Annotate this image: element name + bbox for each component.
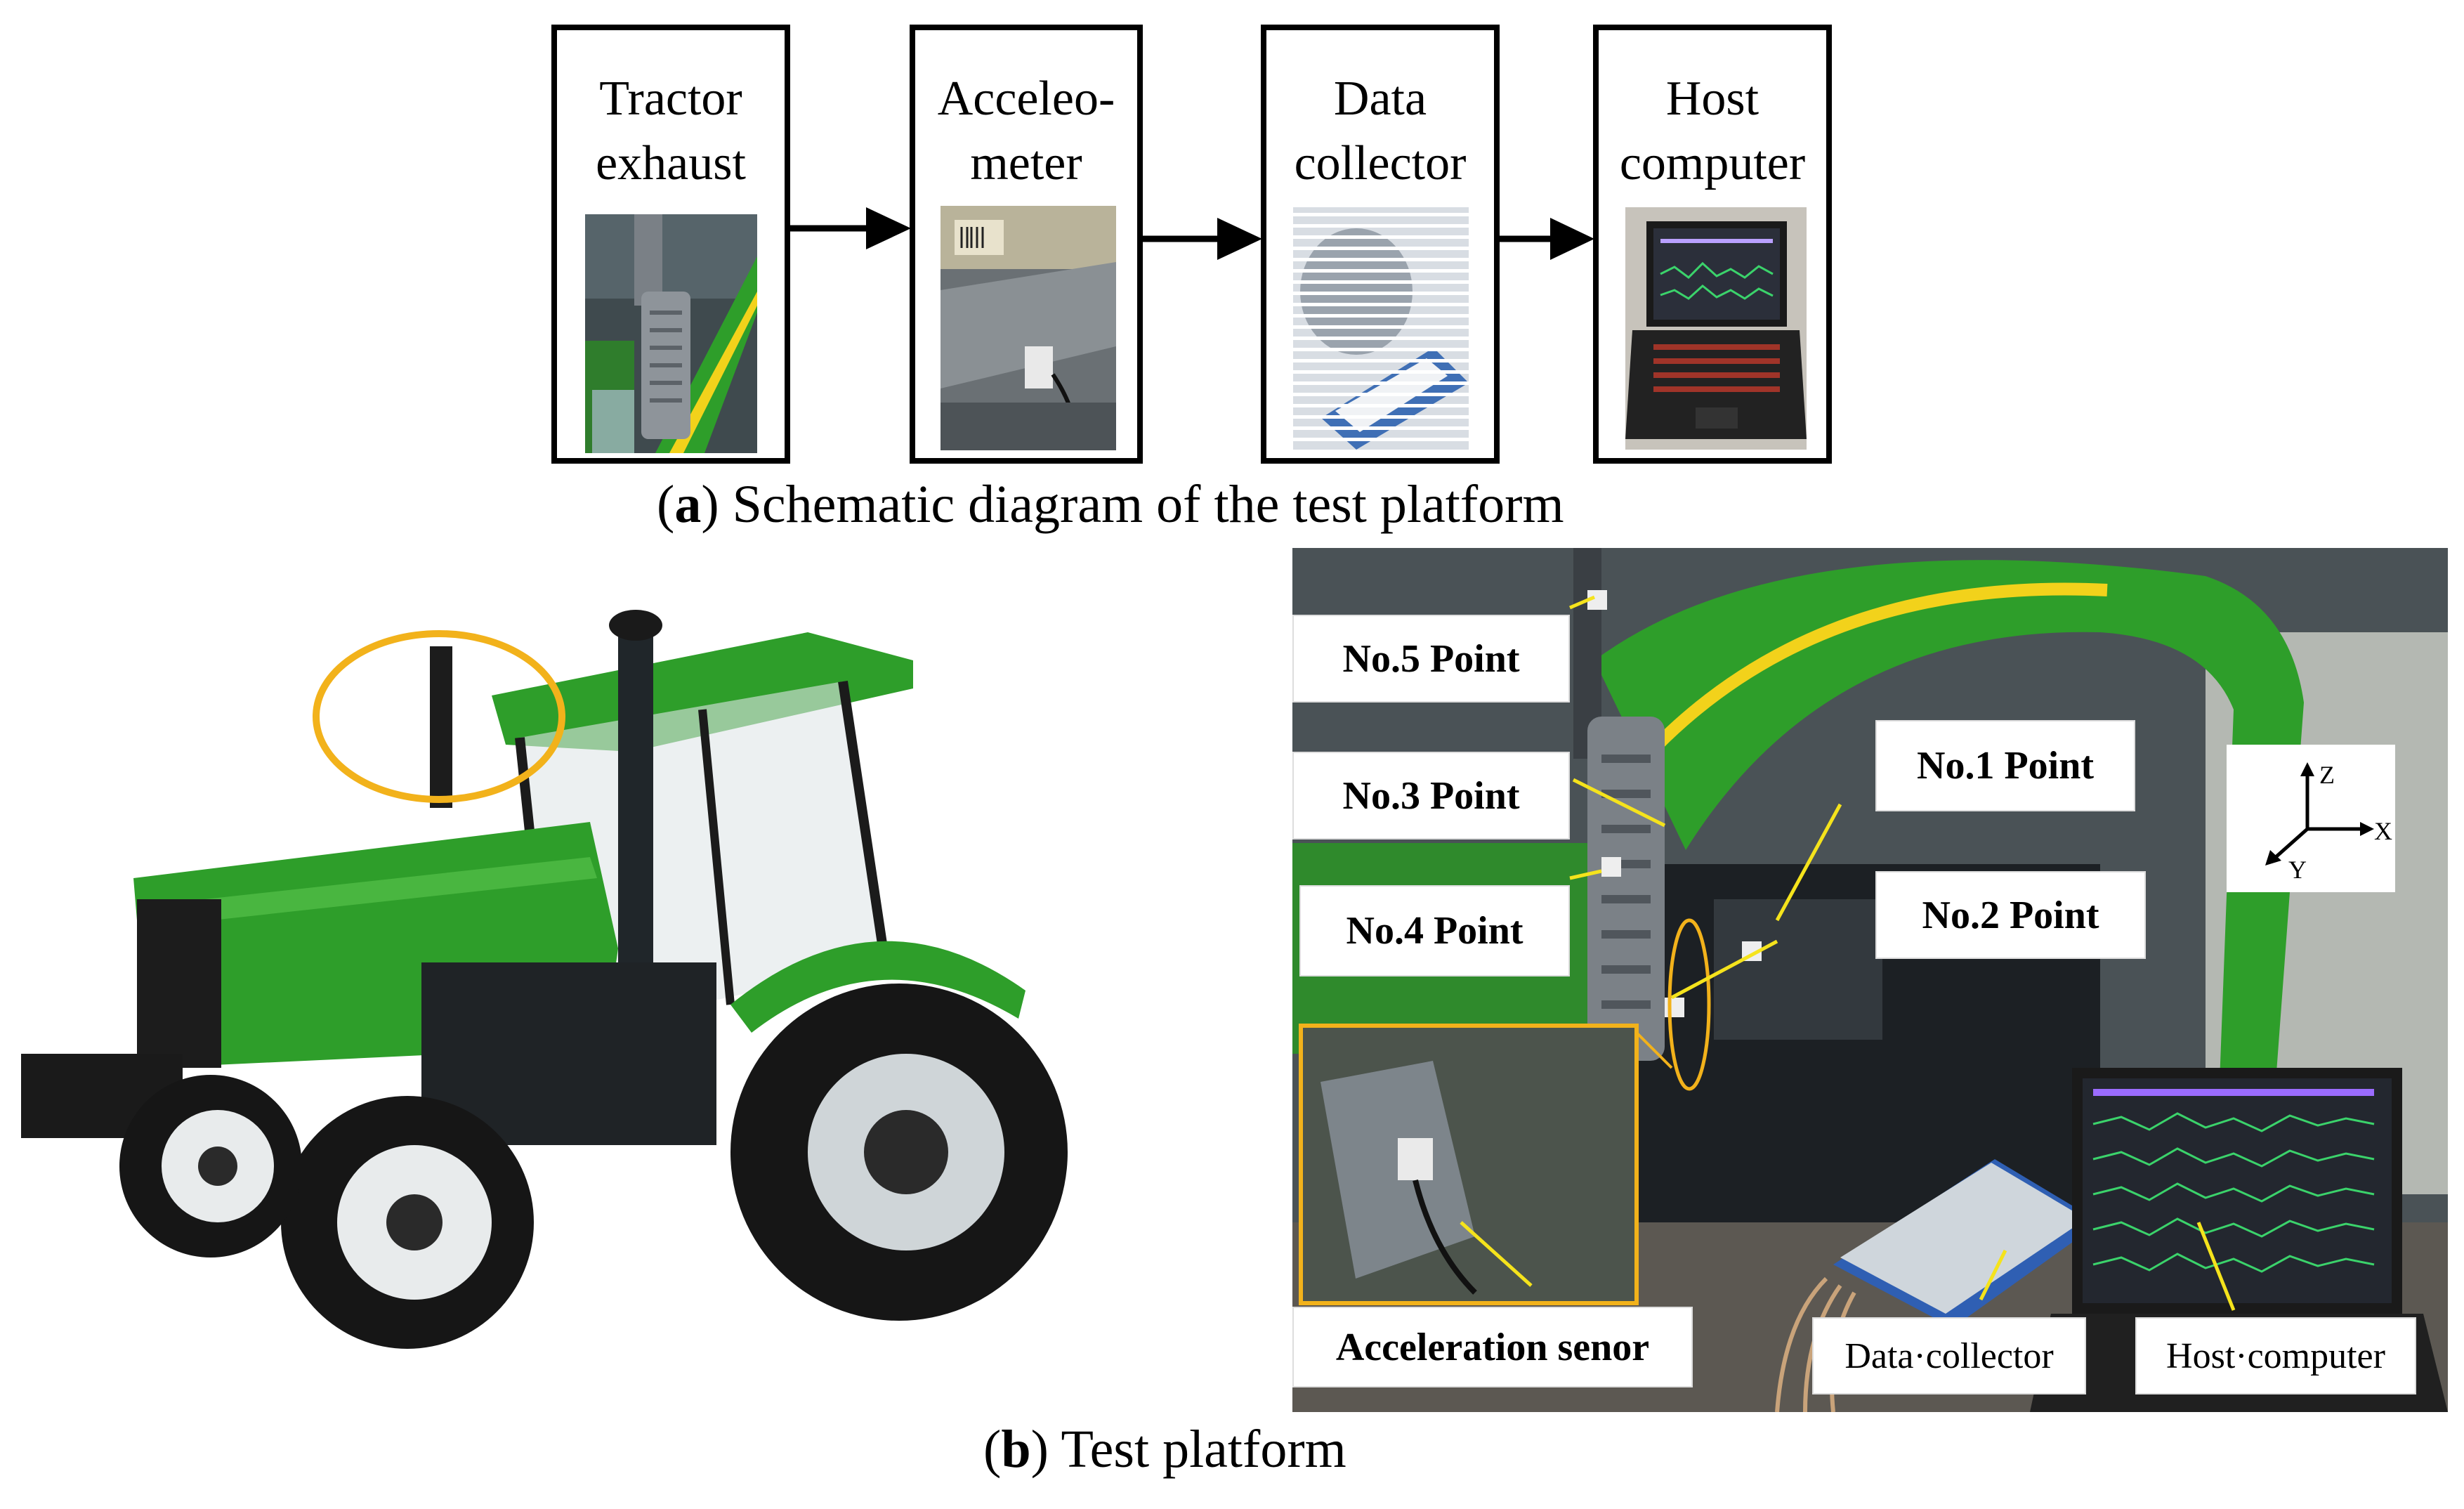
flow-box-label-line2: collector bbox=[1294, 136, 1467, 190]
caption-a: (a) Schematic diagram of the test platfo… bbox=[657, 475, 1564, 534]
axes-icon: Z X Y bbox=[2265, 761, 2392, 884]
flow-box-label-line1: Data bbox=[1333, 72, 1427, 126]
tractor-photo bbox=[0, 569, 1068, 1363]
data-collector-photo bbox=[1293, 207, 1469, 450]
arrow-right-icon bbox=[1143, 218, 1262, 260]
point-2-label: No.2 Point bbox=[1875, 871, 2146, 959]
axis-z-label: Z bbox=[2319, 761, 2335, 789]
caption-text: ) Test platform bbox=[1030, 1420, 1346, 1479]
point-5-label: No.5 Point bbox=[1292, 615, 1570, 703]
flow-box-tractor-exhaust: Tractor exhaust bbox=[551, 25, 790, 464]
flow-box-host-computer: Host computer bbox=[1593, 25, 1832, 464]
caption-letter: b bbox=[1001, 1420, 1031, 1479]
flow-box-label-line2: exhaust bbox=[596, 136, 746, 190]
flow-box-label-line1: Tractor bbox=[599, 72, 742, 126]
axis-indicator: Z X Y bbox=[2227, 745, 2395, 892]
flow-box-label-line1: Acceleo- bbox=[937, 72, 1115, 126]
caption-text: ) Schematic diagram of the test platform bbox=[701, 475, 1564, 534]
flow-box-label-line2: meter bbox=[970, 136, 1082, 190]
caption-b: (b) Test platform bbox=[983, 1420, 1346, 1479]
host-computer-label: Host·computer bbox=[2135, 1317, 2416, 1394]
point-4-label: No.4 Point bbox=[1299, 885, 1570, 976]
point-1-label: No.1 Point bbox=[1875, 720, 2135, 811]
flow-box-data-collector: Data collector bbox=[1261, 25, 1500, 464]
data-collector-label: Data·collector bbox=[1812, 1317, 2086, 1394]
flow-box-label-line2: computer bbox=[1619, 136, 1806, 190]
flow-box-accelerometer: Acceleo- meter bbox=[910, 25, 1143, 464]
axis-y-label: Y bbox=[2288, 856, 2307, 884]
point-3-label: No.3 Point bbox=[1292, 752, 1570, 840]
accelerometer-photo bbox=[941, 206, 1116, 450]
arrow-right-icon bbox=[1500, 218, 1594, 260]
host-computer-photo bbox=[1625, 207, 1807, 450]
test-bench-photo: Z X Y No.5 Point No.3 Point No.4 Point N… bbox=[1292, 548, 2448, 1412]
arrow-right-icon bbox=[790, 207, 911, 249]
exhaust-highlight-ellipse bbox=[313, 630, 565, 803]
axis-x-label: X bbox=[2374, 817, 2392, 845]
flow-box-label-line1: Host bbox=[1665, 72, 1759, 126]
acceleration-sensor-label: Acceleration senor bbox=[1292, 1307, 1693, 1387]
caption-letter: a bbox=[674, 475, 702, 534]
tractor-exhaust-photo bbox=[585, 214, 757, 453]
